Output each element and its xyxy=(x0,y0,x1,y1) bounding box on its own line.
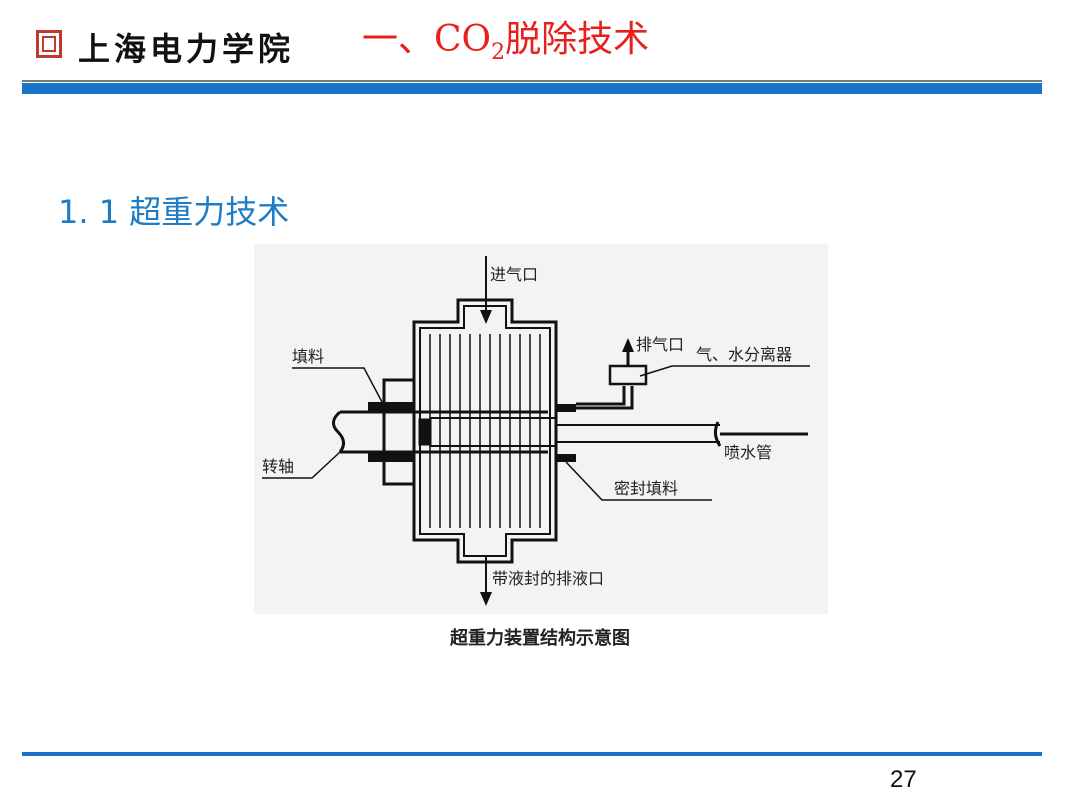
diagram-background xyxy=(254,244,828,614)
packing-label: 填料 xyxy=(292,347,324,366)
seal-packing-label: 密封填料 xyxy=(614,479,678,498)
hypergravity-device-diagram: 进气口 填料 排气口 气、水分离器 喷水管 转轴 密封填料 带液封的排液口 xyxy=(254,244,828,614)
spray-pipe-end xyxy=(713,421,722,447)
rotating-shaft xyxy=(332,410,548,454)
section-heading: 1. 1 超重力技术 xyxy=(58,193,290,231)
gas-outlet-label: 排气口 xyxy=(636,335,684,354)
packing-seals xyxy=(368,402,576,462)
liquid-outlet-arrow xyxy=(480,592,492,606)
footer-rule xyxy=(22,752,1042,756)
separator-label: 气、水分离器 xyxy=(696,345,792,364)
shaft-label: 转轴 xyxy=(262,457,294,476)
diagram-caption: 超重力装置结构示意图 xyxy=(450,628,630,649)
gas-outlet-pipe xyxy=(576,346,648,410)
gas-inlet-arrow xyxy=(480,310,492,324)
internal-lines xyxy=(430,417,720,447)
page-number: 27 xyxy=(890,766,917,793)
packing-plates xyxy=(429,334,541,528)
school-logo-text: 上海电力学院 xyxy=(78,30,295,68)
bearing-housing xyxy=(382,378,414,486)
header-rule-thin xyxy=(22,80,1042,82)
spray-pipe-label: 喷水管 xyxy=(724,443,772,462)
leader-lines xyxy=(262,365,810,501)
liquid-outlet-label: 带液封的排液口 xyxy=(492,569,604,588)
school-logo-icon xyxy=(36,30,62,58)
device-housing xyxy=(412,298,558,564)
gas-inlet-label: 进气口 xyxy=(490,265,538,284)
page-title: 一、CO2脱除技术 xyxy=(362,19,650,66)
gas-outlet-arrow xyxy=(622,338,634,352)
header-rule-blue xyxy=(22,83,1042,94)
